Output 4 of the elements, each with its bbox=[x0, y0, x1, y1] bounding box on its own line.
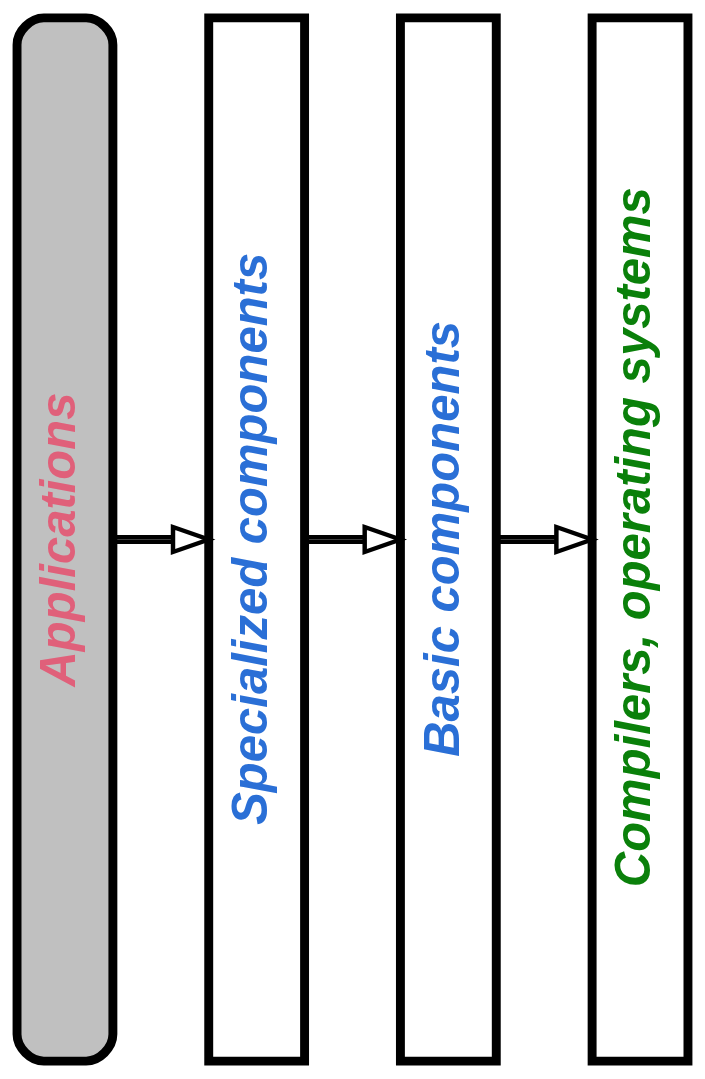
node-box: Compilers, operating systems bbox=[587, 13, 693, 1066]
node-box: Applications bbox=[12, 13, 118, 1066]
node-box: Basic components bbox=[395, 13, 501, 1066]
node-box: Specialized components bbox=[204, 13, 310, 1066]
